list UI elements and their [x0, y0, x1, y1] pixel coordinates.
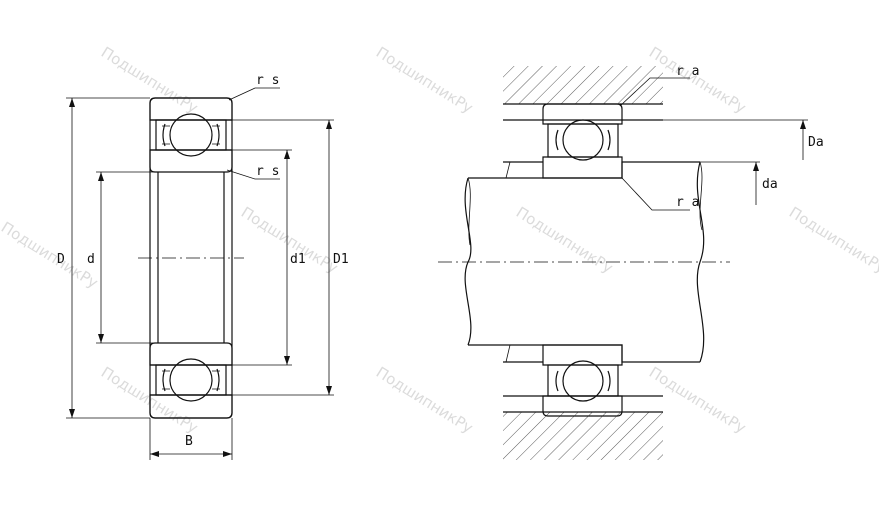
leader-ra-mid — [621, 177, 690, 211]
watermark-7: ПодшипникРу — [786, 203, 879, 277]
shaft-bottom-edge — [468, 344, 700, 363]
mounted-bearing-top — [542, 103, 623, 179]
housing-top — [503, 66, 663, 104]
label-B: B — [185, 434, 193, 449]
ball-bottom — [169, 358, 213, 402]
mounted-bearing-bottom — [542, 344, 623, 417]
left-bearing-view: D d d1 D1 — [57, 73, 349, 460]
label-rs-top: r s — [256, 73, 279, 88]
shaft-top-edge — [468, 161, 700, 179]
watermark-9: ПодшипникРу — [373, 363, 476, 437]
top-section — [149, 97, 233, 173]
label-D1: D1 — [333, 252, 349, 267]
label-ra-mid: r a — [676, 195, 699, 210]
right-mounted-view: r a r a Da da — [438, 64, 824, 460]
label-d1: d1 — [290, 252, 306, 267]
dimension-d1 — [232, 149, 292, 366]
dimension-d — [96, 171, 158, 344]
watermark-2: ПодшипникРу — [373, 43, 476, 117]
dimension-D — [66, 97, 150, 419]
dimension-D1 — [232, 119, 334, 396]
housing-bottom — [503, 412, 663, 460]
dimension-B — [149, 418, 233, 460]
label-ra-top: r a — [676, 64, 699, 79]
leader-rs-inner — [226, 169, 280, 180]
watermarks: ПодшипникРу ПодшипникРу ПодшипникРу Подш… — [0, 43, 879, 437]
watermark-6: ПодшипникРу — [513, 203, 616, 277]
ball-top — [169, 113, 213, 157]
label-D: D — [57, 252, 65, 267]
leader-rs-top — [228, 87, 280, 101]
label-Da: Da — [808, 135, 824, 150]
dimension-Da — [622, 119, 808, 160]
bottom-section — [149, 342, 233, 419]
dimension-da — [700, 161, 760, 205]
label-da: da — [762, 177, 778, 192]
label-rs-inner: r s — [256, 164, 279, 179]
leader-ra-top — [619, 77, 690, 107]
label-d: d — [87, 252, 95, 267]
